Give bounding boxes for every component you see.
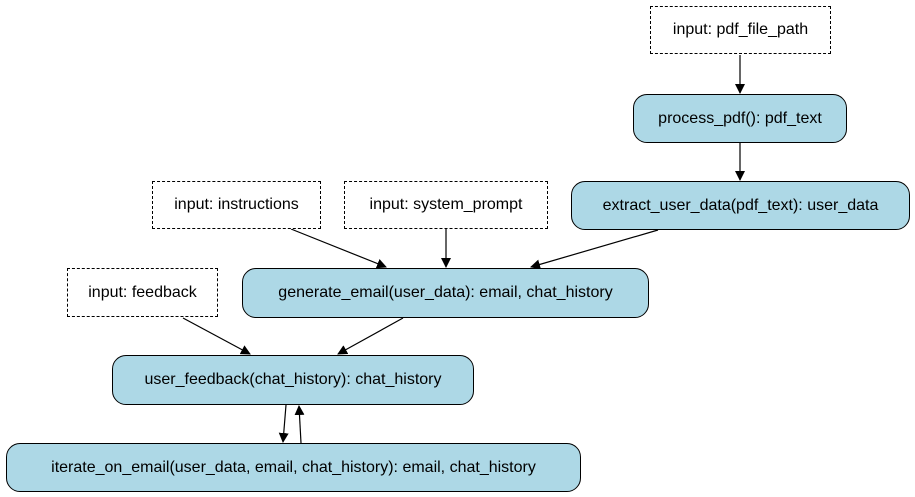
process-pdf-node: process_pdf(): pdf_text	[633, 94, 847, 143]
edge-user-feedback-to-iterate-on-email	[278, 404, 289, 443]
input-feedback-node: input: feedback	[67, 268, 218, 317]
edge-generate-email-to-user-feedback	[337, 317, 404, 355]
edge-iterate-on-email-to-user-feedback	[294, 405, 305, 444]
input-instructions-node: input: instructions	[152, 181, 321, 229]
input-system-prompt-node: input: system_prompt	[344, 181, 548, 229]
edge-input-instructions-to-generate-email	[290, 228, 387, 269]
input-pdf-file-path-node: input: pdf_file_path	[650, 6, 831, 54]
edge-extract-user-data-to-generate-email	[530, 229, 659, 270]
user-feedback-node: user_feedback(chat_history): chat_histor…	[112, 355, 474, 405]
iterate-on-email-node: iterate_on_email(user_data, email, chat_…	[6, 443, 581, 492]
generate-email-node: generate_email(user_data): email, chat_h…	[242, 268, 649, 318]
edge-input-feedback-to-user-feedback	[182, 317, 251, 355]
extract-user-data-node: extract_user_data(pdf_text): user_data	[571, 181, 910, 230]
